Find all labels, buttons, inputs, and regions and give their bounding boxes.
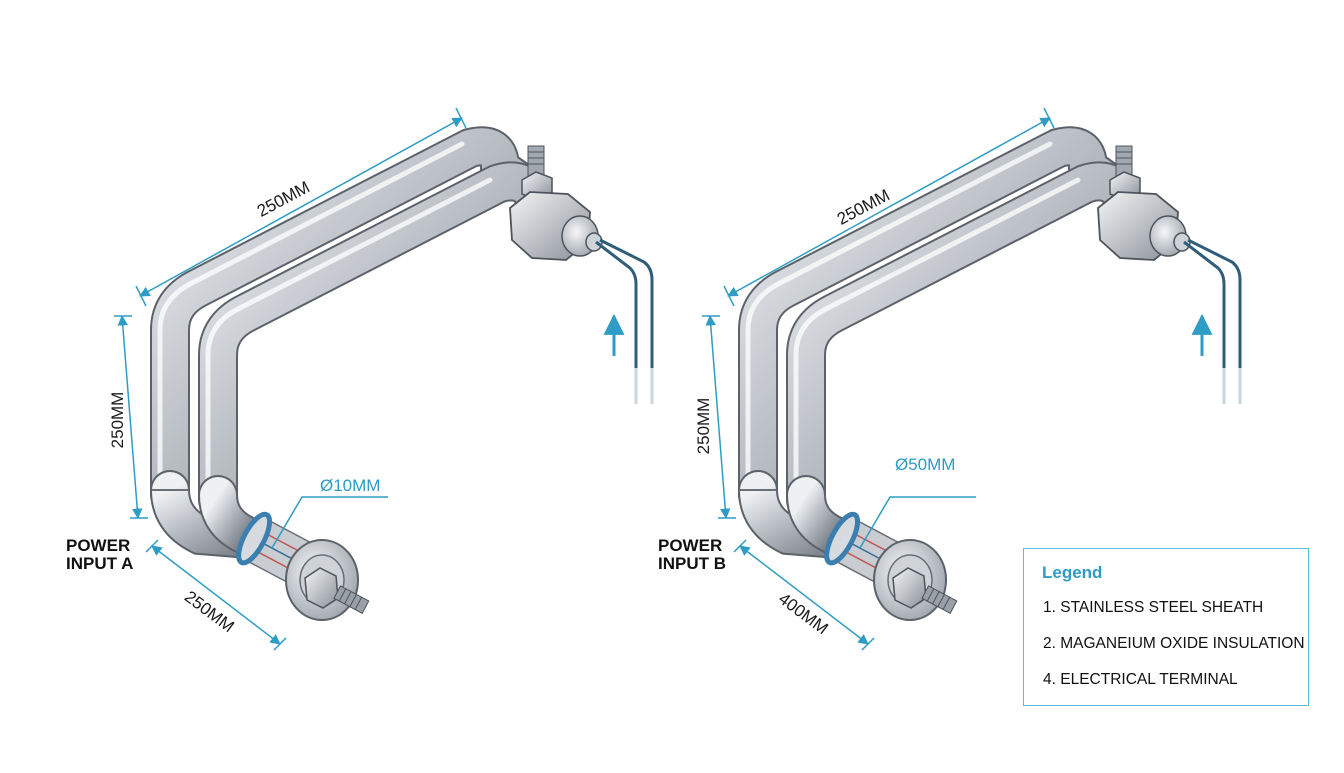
heating-element-a-drawing: [114, 108, 652, 650]
legend-item-sheath: 1. STAINLESS STEEL SHEATH: [1043, 599, 1264, 616]
unit-a-bottom-dimension: 250MM: [181, 587, 238, 636]
legend-item-insulation: 2. MAGANEIUM OXIDE INSULATION: [1043, 635, 1305, 652]
unit-b-power-label-line1: POWER: [658, 536, 722, 555]
unit-a-side-dimension: 250MM: [108, 392, 127, 449]
heating-element-a: 250MM 250MM 250MM Ø10MM POWER INPUT A: [66, 108, 652, 650]
legend-item-terminal: 4. ELECTRICAL TERMINAL: [1043, 671, 1238, 688]
unit-a-power-label-line1: POWER: [66, 536, 130, 555]
legend-box: Legend 1. STAINLESS STEEL SHEATH 2. MAGA…: [1023, 548, 1309, 706]
unit-b-diameter-label: Ø50MM: [895, 455, 955, 474]
unit-a-power-label-line2: INPUT A: [66, 554, 133, 573]
legend-title: Legend: [1042, 563, 1103, 582]
unit-b-power-label-line2: INPUT B: [658, 554, 726, 573]
unit-b-side-dimension: 250MM: [694, 398, 713, 455]
unit-b-bottom-dimension: 400MM: [775, 589, 832, 638]
unit-a-diameter-label: Ø10MM: [320, 476, 380, 495]
